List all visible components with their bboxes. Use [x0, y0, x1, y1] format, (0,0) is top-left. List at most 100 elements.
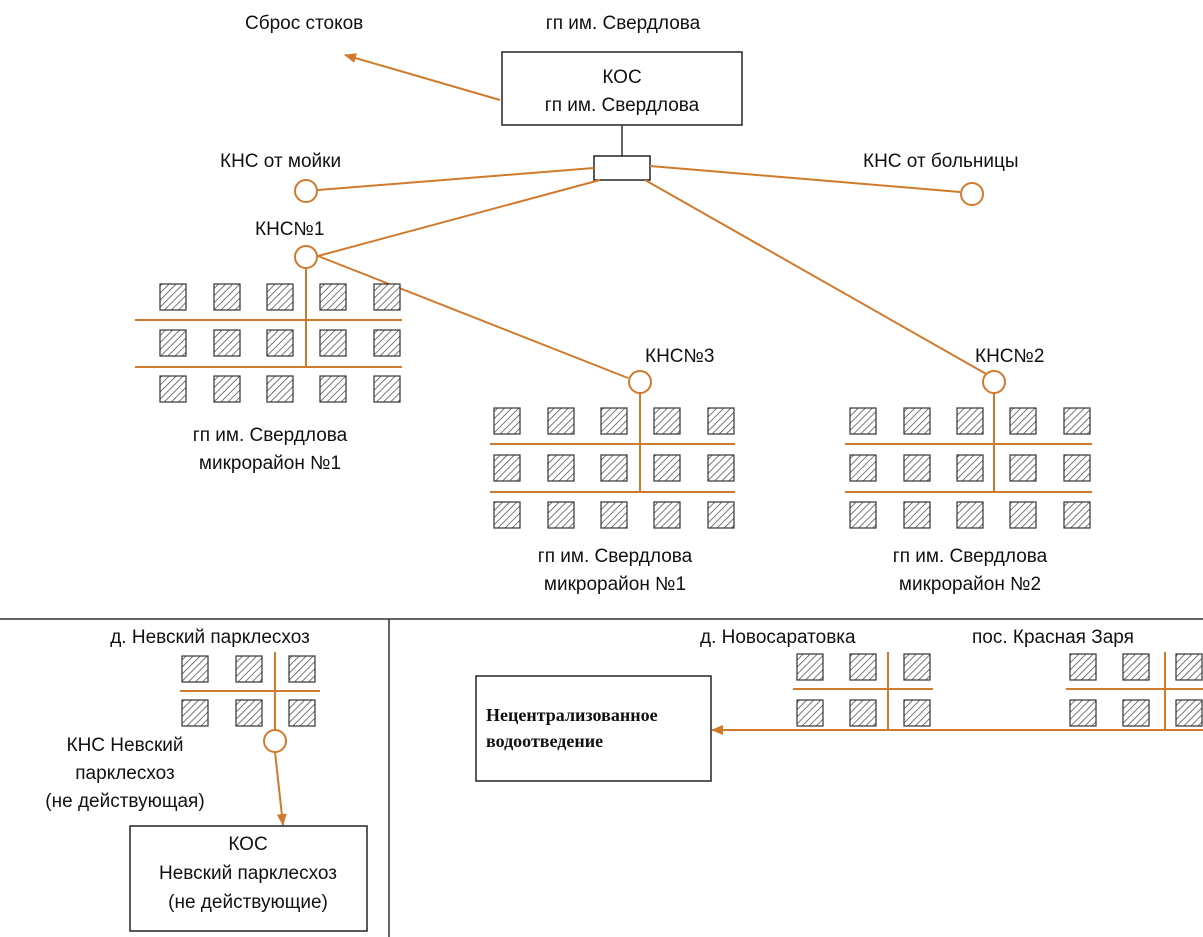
kos-nevsky-line3: (не действующие) — [168, 892, 328, 913]
district-a-line1: гп им. Свердлова — [193, 425, 348, 446]
decentralized-box — [475, 675, 712, 782]
district-b-line2: микрорайон №1 — [544, 574, 686, 595]
district-b-line1: гп им. Свердлова — [538, 546, 693, 567]
kos-top-line2: гп им. Свердлова — [545, 95, 700, 116]
kns-nevsky-node — [263, 729, 287, 753]
district-nevsky — [180, 652, 320, 730]
building — [1009, 501, 1037, 529]
kos-top-line1: КОС — [602, 67, 641, 88]
kns-hospital-node — [960, 182, 984, 206]
building — [1122, 653, 1150, 681]
kns3-node — [628, 370, 652, 394]
building — [1069, 653, 1097, 681]
building — [1122, 699, 1150, 727]
pipe-kns-hospital — [649, 165, 961, 193]
building — [373, 329, 401, 357]
building — [159, 283, 187, 311]
district-b — [490, 393, 735, 529]
kns-wash-node — [294, 179, 318, 203]
kos-nevsky-box — [129, 825, 368, 932]
collector-chamber — [593, 155, 651, 181]
building — [1175, 699, 1203, 727]
building — [235, 655, 263, 683]
building — [159, 329, 187, 357]
kns3-label: КНС№3 — [645, 346, 714, 367]
building — [266, 329, 294, 357]
building — [213, 283, 241, 311]
building — [903, 699, 931, 727]
kns-nevsky-line3: (не действующая) — [45, 791, 204, 812]
building — [903, 501, 931, 529]
building — [1069, 699, 1097, 727]
building — [319, 283, 347, 311]
building — [707, 407, 735, 435]
building — [493, 407, 521, 435]
building — [849, 501, 877, 529]
building — [547, 501, 575, 529]
building — [796, 699, 824, 727]
building — [849, 407, 877, 435]
building — [600, 407, 628, 435]
district-a — [135, 268, 402, 403]
building — [600, 501, 628, 529]
kns-nevsky-line1: КНС Невский — [67, 735, 184, 756]
building — [903, 454, 931, 482]
discharge-arrow — [344, 53, 501, 101]
kns2-label: КНС№2 — [975, 346, 1044, 367]
krasnaya-zarya-label: пос. Красная Заря — [972, 627, 1134, 648]
kos-top-caption: гп им. Свердлова — [546, 13, 701, 34]
kns-nevsky-line2: парклесхоз — [75, 763, 174, 784]
building — [796, 653, 824, 681]
pipe-kns1 — [317, 179, 601, 257]
building — [849, 699, 877, 727]
district-c-line2: микрорайон №2 — [899, 574, 1041, 595]
building — [1009, 454, 1037, 482]
building — [319, 375, 347, 403]
district-c — [845, 393, 1092, 529]
building — [181, 655, 209, 683]
kns1-label: КНС№1 — [255, 219, 324, 240]
building — [956, 501, 984, 529]
building — [373, 375, 401, 403]
building — [213, 329, 241, 357]
building — [181, 699, 209, 727]
building — [493, 454, 521, 482]
discharge-label: Сброс стоков — [245, 13, 363, 34]
nevsky-caption: д. Невский парклесхоз — [110, 627, 310, 648]
building — [235, 699, 263, 727]
building — [600, 454, 628, 482]
building — [956, 454, 984, 482]
building — [288, 699, 316, 727]
building — [1063, 501, 1091, 529]
building — [213, 375, 241, 403]
building — [653, 407, 681, 435]
district-krasnaya-zarya — [1066, 652, 1203, 730]
building — [1063, 454, 1091, 482]
decentralized-line1: Нецентрализованное — [486, 705, 658, 725]
pipe-kos-nevsky — [274, 751, 287, 826]
kos-nevsky-line2: Невский парклесхоз — [159, 863, 337, 884]
pipe-kns-wash — [317, 167, 595, 191]
kns2-node — [982, 370, 1006, 394]
district-c-line1: гп им. Свердлова — [893, 546, 1048, 567]
kns-wash-label: КНС от мойки — [220, 151, 341, 172]
decentralized-line2: водоотведение — [486, 731, 603, 751]
building — [1009, 407, 1037, 435]
district-a-line2: микрорайон №1 — [199, 453, 341, 474]
building — [319, 329, 347, 357]
building — [373, 283, 401, 311]
kns-hospital-label: КНС от больницы — [863, 151, 1019, 172]
kos-top-box — [501, 51, 743, 126]
building — [288, 655, 316, 683]
building — [547, 454, 575, 482]
building — [903, 653, 931, 681]
building — [1063, 407, 1091, 435]
building — [653, 501, 681, 529]
building — [653, 454, 681, 482]
building — [159, 375, 187, 403]
building — [1175, 653, 1203, 681]
building — [903, 407, 931, 435]
building — [493, 501, 521, 529]
building — [849, 454, 877, 482]
